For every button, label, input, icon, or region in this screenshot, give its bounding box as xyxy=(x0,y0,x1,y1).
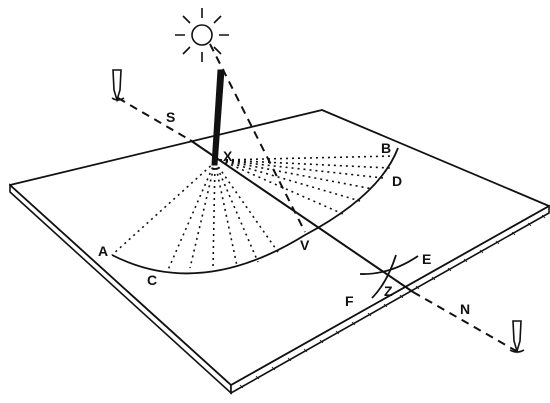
label-n: N xyxy=(460,301,470,317)
label-d: D xyxy=(392,173,402,189)
stake-north-icon xyxy=(512,320,522,354)
label-f: F xyxy=(345,293,354,309)
board-top xyxy=(9,109,550,386)
label-x: X xyxy=(223,148,233,164)
label-s: S xyxy=(166,109,175,125)
label-b: B xyxy=(381,140,391,156)
meridian-solid xyxy=(189,139,414,293)
label-z: Z xyxy=(384,283,393,299)
stake-icon xyxy=(509,320,525,354)
sun-ray xyxy=(209,43,306,233)
gnomon xyxy=(211,69,225,166)
label-v: V xyxy=(300,237,310,253)
label-e: E xyxy=(422,251,431,267)
label-c: C xyxy=(147,272,157,288)
meridian-dashed-north xyxy=(412,291,519,353)
meridian-line xyxy=(117,97,519,353)
stake-icon xyxy=(111,69,125,103)
labels: S X B D V A C E F Z N xyxy=(98,109,470,317)
stake-south-icon xyxy=(112,69,122,103)
dotted-rays xyxy=(111,155,395,271)
shadow-arc xyxy=(111,147,399,275)
label-a: A xyxy=(98,243,108,259)
z-crossing-arcs xyxy=(359,254,419,299)
meridian-dashed-south xyxy=(117,97,191,141)
sun-icon xyxy=(175,8,229,62)
arc-F xyxy=(371,254,397,299)
